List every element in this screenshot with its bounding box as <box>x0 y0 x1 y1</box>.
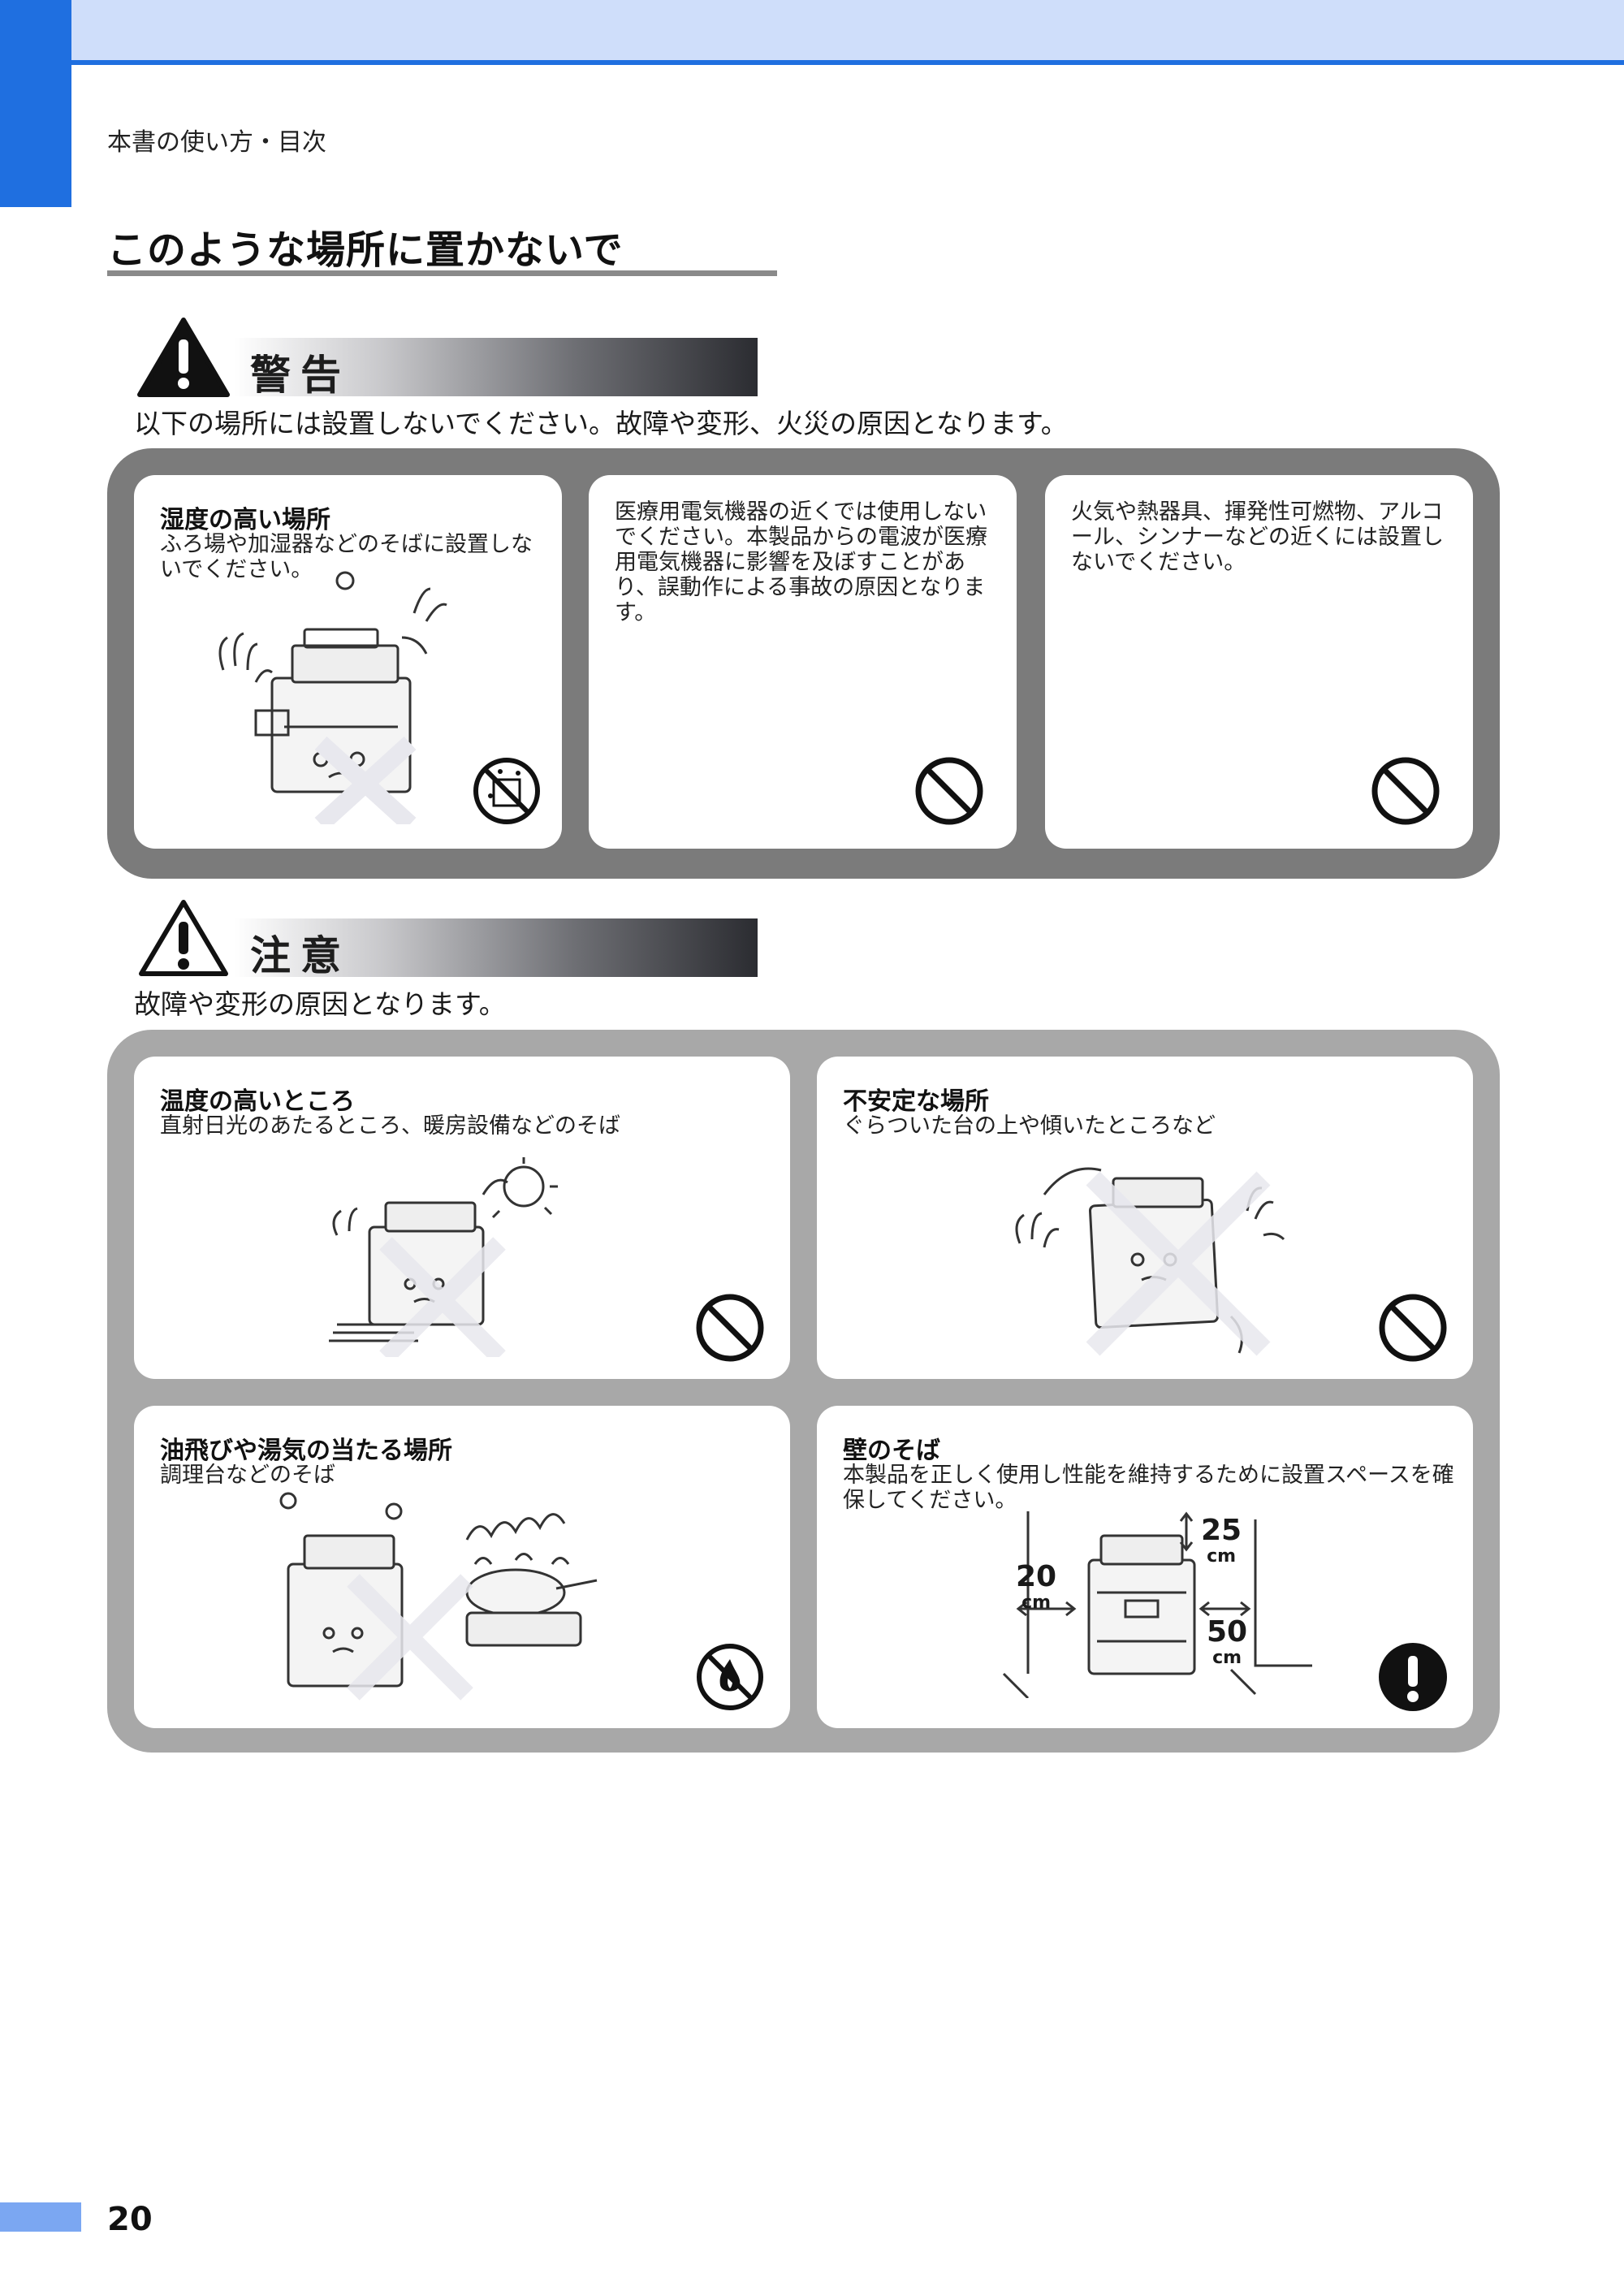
clearance-left-value: 20 <box>1016 1560 1057 1593</box>
no-humidity-icon <box>473 758 540 824</box>
caution-description: 故障や変形の原因となります。 <box>134 988 506 1020</box>
title-underline <box>107 270 777 276</box>
prohibited-icon <box>1379 1294 1447 1362</box>
card-title: 不安定な場所 <box>843 1087 989 1116</box>
page-number-bar <box>0 2202 81 2232</box>
clearance-right-value: 50 <box>1207 1615 1248 1649</box>
prohibited-icon <box>1371 757 1440 825</box>
header-rule <box>71 60 1624 65</box>
breadcrumb[interactable]: 本書の使い方・目次 <box>107 128 326 157</box>
caution-card-near-wall: 壁のそば 本製品を正しく使用し性能を維持するために設置スペースを確保してください… <box>817 1406 1473 1728</box>
caution-card-unstable-place: 不安定な場所 ぐらついた台の上や傾いたところなど <box>817 1057 1473 1379</box>
card-text: 直射日光のあたるところ、暖房設備などのそば <box>160 1113 620 1139</box>
warning-label: 警告 <box>250 352 351 399</box>
printer-sunlight-illustration <box>329 1157 558 1357</box>
printer-cooking-illustration <box>279 1492 598 1701</box>
chapter-tab <box>0 0 71 207</box>
prohibited-icon <box>915 757 983 825</box>
clearance-right-unit: cm <box>1212 1648 1242 1668</box>
no-fire-icon <box>697 1644 763 1710</box>
prohibited-icon <box>696 1294 764 1362</box>
clearance-left: 20 cm <box>1016 1560 1057 1616</box>
warning-triangle-icon <box>137 318 230 397</box>
printer-humid-illustration <box>218 571 447 824</box>
caution-label: 注意 <box>250 932 351 979</box>
card-text: 火気や熱器具、揮発性可燃物、アルコール、シンナーなどの近くには設置しないでくださ… <box>1071 499 1444 575</box>
warning-description: 以下の場所には設置しないでください。故障や変形、火災の原因となります。 <box>134 408 1068 439</box>
card-text: 医療用電気機器の近くでは使用しないでください。本製品からの電波が医療用電気機器に… <box>615 499 987 625</box>
warning-card-fire: 火気や熱器具、揮発性可燃物、アルコール、シンナーなどの近くには設置しないでくださ… <box>1045 475 1473 849</box>
warning-heading-bar <box>234 338 758 396</box>
printer-unstable-illustration <box>1015 1167 1285 1356</box>
card-text: ふろ場や加湿器などのそばに設置しないでください。 <box>160 532 533 582</box>
caution-heading: 注意 <box>136 900 758 979</box>
clearance-left-unit: cm <box>1021 1593 1052 1613</box>
printer-clearance-illustration <box>1002 1511 1312 1698</box>
caution-heading-bar <box>234 918 758 977</box>
warning-card-humidity: 湿度の高い場所 ふろ場や加湿器などのそばに設置しないでください。 <box>134 475 562 849</box>
page-title: このような場所に置かないで <box>107 227 624 273</box>
header-band <box>0 0 1624 63</box>
caution-triangle-icon <box>139 900 228 976</box>
warning-card-medical: 医療用電気機器の近くでは使用しないでください。本製品からの電波が医療用電気機器に… <box>589 475 1017 849</box>
clearance-right: 50 cm <box>1207 1615 1248 1671</box>
card-title: 壁のそば <box>843 1437 940 1465</box>
clearance-top: 25 cm <box>1201 1514 1242 1570</box>
caution-card-high-temperature: 温度の高いところ 直射日光のあたるところ、暖房設備などのそば <box>134 1057 790 1379</box>
mandatory-icon <box>1379 1643 1447 1711</box>
clearance-top-unit: cm <box>1207 1546 1237 1567</box>
card-text: 調理台などのそば <box>160 1463 335 1488</box>
caution-card-oil-steam: 油飛びや湯気の当たる場所 調理台などのそば <box>134 1406 790 1728</box>
card-text: 本製品を正しく使用し性能を維持するために設置スペースを確保してください。 <box>843 1463 1454 1513</box>
caution-panel: 温度の高いところ 直射日光のあたるところ、暖房設備などのそば 不安定な場所 ぐら… <box>107 1030 1500 1753</box>
card-title: 油飛びや湯気の当たる場所 <box>160 1437 452 1465</box>
card-title: 湿度の高い場所 <box>160 506 330 534</box>
warning-heading: 警告 <box>136 318 758 399</box>
card-text: ぐらついた台の上や傾いたところなど <box>843 1113 1216 1139</box>
warning-panel: 湿度の高い場所 ふろ場や加湿器などのそばに設置しないでください。 <box>107 448 1500 879</box>
card-title: 温度の高いところ <box>160 1087 355 1116</box>
clearance-top-value: 25 <box>1201 1514 1242 1547</box>
page-number: 20 <box>107 2201 153 2238</box>
